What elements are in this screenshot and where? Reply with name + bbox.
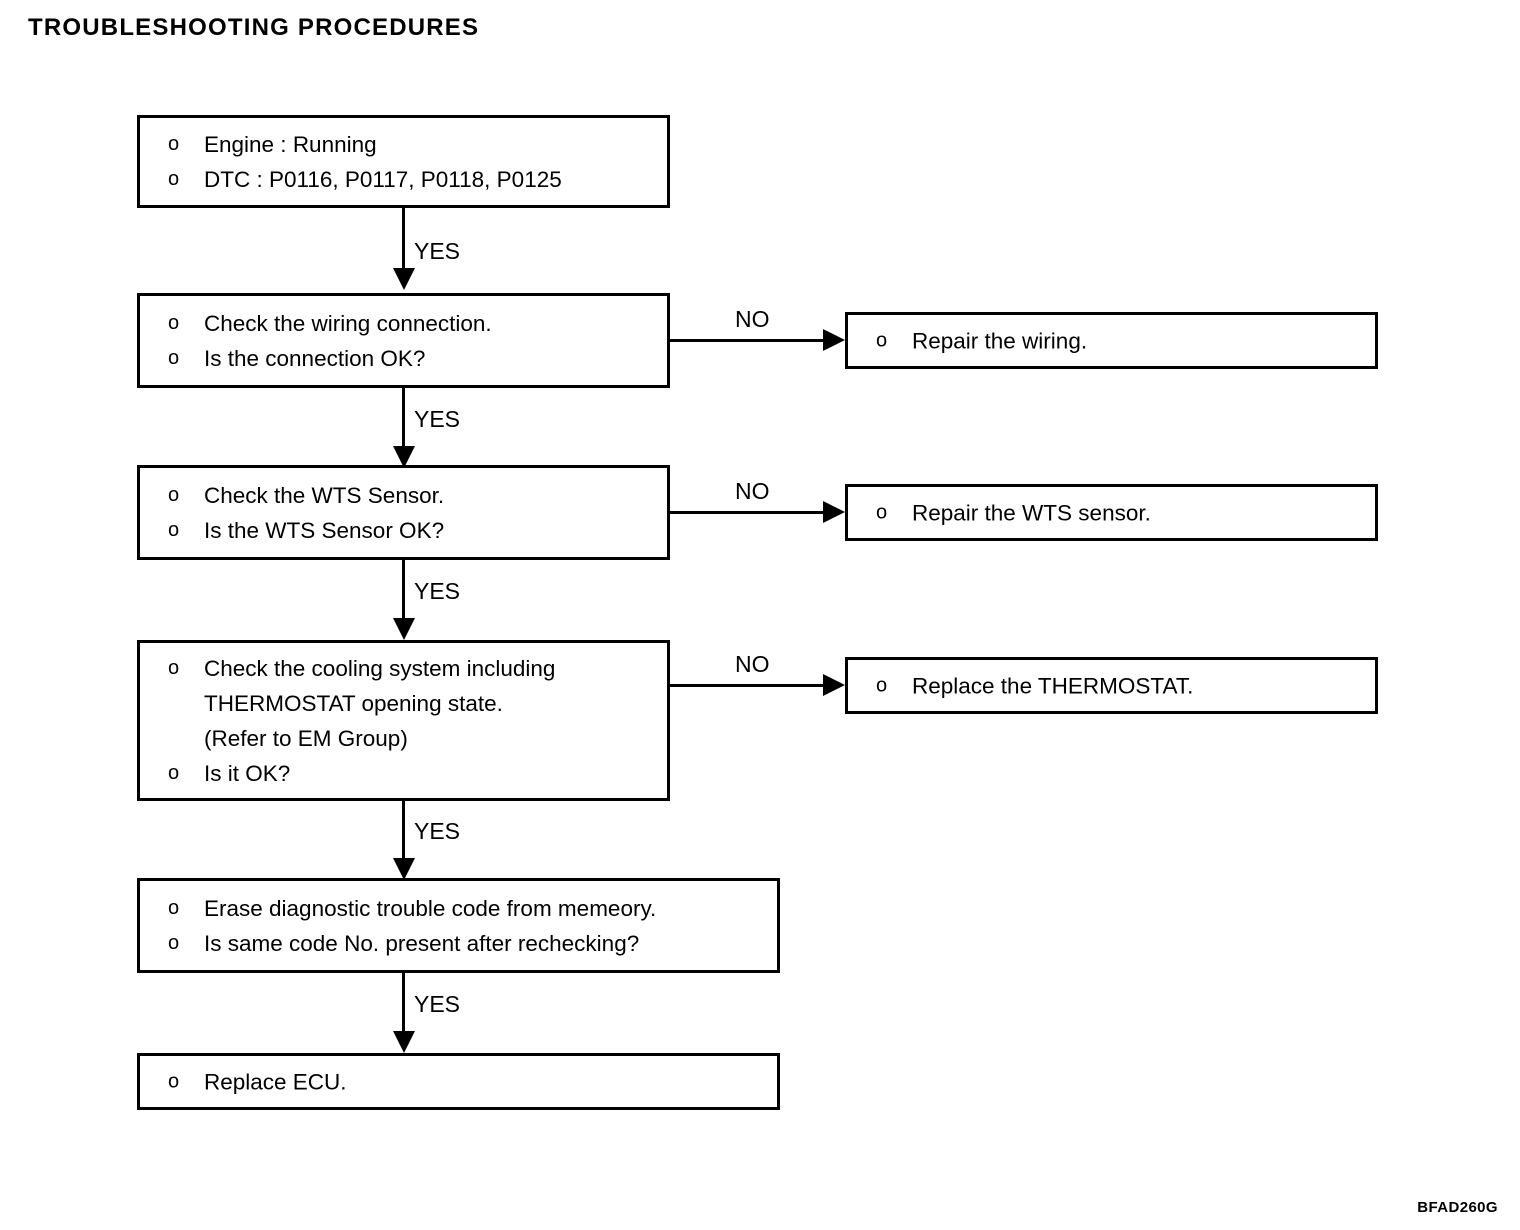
edge-check-cooling-to-erase-dtc-line [402,801,405,863]
edge-check-wts-to-repair-wts-line [670,511,825,514]
bullet-glyph: o [168,1070,180,1092]
edge-start-to-check-wiring-line [402,208,405,270]
edge-erase-dtc-to-replace-ecu-line [402,973,405,1035]
edge-label-yes-2: YES [414,406,461,432]
bullet-glyph: o [168,931,180,954]
node-check-cooling-line-2: oTHERMOSTAT opening state. [204,690,503,716]
edge-check-wiring-to-check-wts-arrow [393,446,415,468]
edge-check-wts-to-check-cooling-arrow [393,618,415,640]
bullet-glyph: o [168,346,180,369]
edge-label-yes-4: YES [414,818,461,844]
edge-label-no-3: NO [735,651,770,677]
bullet-glyph: o [168,656,180,679]
edge-check-cooling-to-erase-dtc-arrow [393,858,415,880]
bullet-glyph: o [876,501,888,523]
edge-start-to-check-wiring-arrow [393,268,415,290]
edge-check-wiring-to-check-wts-line [402,388,405,450]
bullet-glyph: o [876,674,888,696]
bullet-glyph: o [168,761,180,784]
bullet-glyph: o [168,483,180,506]
page-title: TROUBLESHOOTING PROCEDURES [28,14,480,41]
edge-check-wts-to-check-cooling-line [402,560,405,622]
bullet-glyph: o [876,329,888,351]
figure-code: BFAD260G [1417,1199,1498,1216]
edge-check-wiring-to-repair-wiring-line [670,339,825,342]
bullet-glyph: o [168,167,180,190]
edge-check-wts-to-repair-wts-arrow [823,501,845,523]
edge-label-yes-1: YES [414,238,461,264]
edge-erase-dtc-to-replace-ecu-arrow [393,1031,415,1053]
edge-check-cooling-to-replace-thermostat-line [670,684,825,687]
edge-label-no-2: NO [735,478,770,504]
edge-label-no-1: NO [735,306,770,332]
bullet-glyph: o [168,132,180,155]
bullet-glyph: o [168,311,180,334]
bullet-glyph: o [168,896,180,919]
edge-label-yes-3: YES [414,578,461,604]
bullet-glyph: o [168,518,180,541]
node-check-cooling-line-3: o(Refer to EM Group) [204,725,408,751]
edge-check-wiring-to-repair-wiring-arrow [823,329,845,351]
edge-check-cooling-to-replace-thermostat-arrow [823,674,845,696]
edge-label-yes-5: YES [414,991,461,1017]
